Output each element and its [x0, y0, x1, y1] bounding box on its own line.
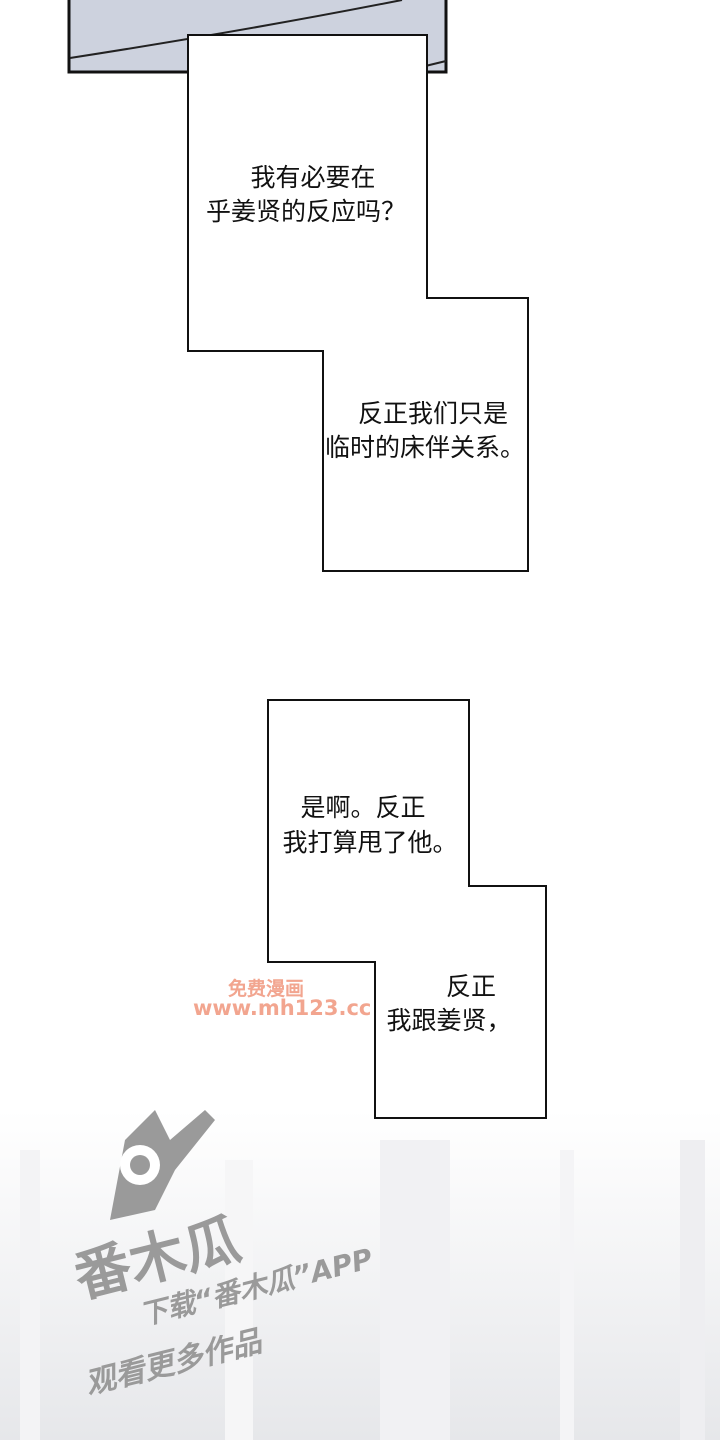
speech-box-1 [187, 34, 529, 572]
bubble2-line1: 反正我们只是 [357, 399, 509, 428]
bubble3-line1: 是啊。反正 [300, 793, 426, 822]
bubble4-line2: 我跟姜贤， [386, 1006, 512, 1035]
bottom-background [0, 1110, 720, 1440]
bubble2-line2: 临时的床伴关系。 [324, 433, 526, 462]
bubble1-line2: 乎姜贤的反应吗？ [205, 197, 407, 226]
bubble4-line1: 反正 [445, 972, 497, 1001]
site-watermark-url: www.mh123.cc [193, 996, 372, 1020]
logo-mascot-icon [95, 1100, 215, 1220]
bubble3-line2: 我打算甩了他。 [282, 828, 458, 857]
bubble1-line1: 我有必要在 [250, 163, 376, 192]
speech-box-2 [267, 699, 547, 1119]
site-watermark-title: 免费漫画 [228, 978, 305, 1000]
